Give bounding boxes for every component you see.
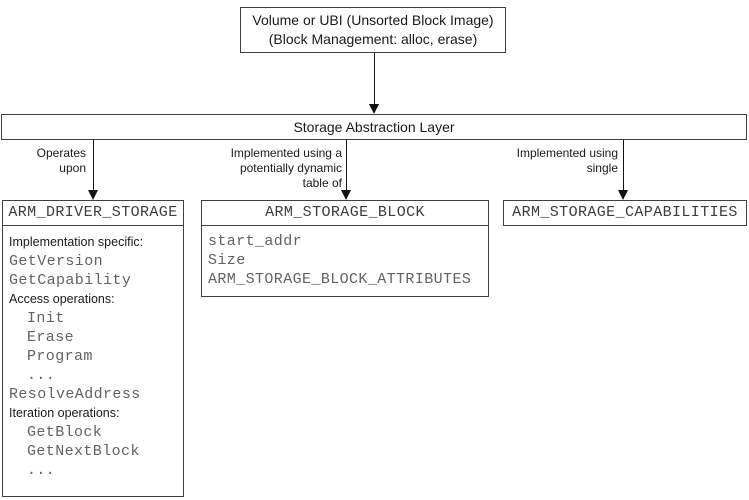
storage-abstraction-layer-title: Storage Abstraction Layer	[293, 119, 455, 135]
connector-sal-to-driver-arrowhead-icon	[88, 190, 98, 200]
connector-sal-to-block-line	[346, 140, 347, 190]
storage-block-member: start_addr	[208, 233, 303, 250]
driver-storage-member: Implementation specific:	[9, 235, 144, 249]
storage-block-member: ARM_STORAGE_BLOCK_ATTRIBUTES	[208, 271, 472, 288]
edge-label-line: upon	[59, 161, 86, 175]
edge-label-line: Operates	[36, 146, 86, 160]
connector-volume-to-sal-line	[374, 53, 375, 105]
driver-storage-member: ...	[27, 367, 56, 384]
storage-abstraction-layer-box: Storage Abstraction Layer	[1, 114, 747, 140]
storage-block-member: Size	[208, 252, 246, 269]
edge-label-line: single	[586, 161, 618, 175]
driver-storage-member: GetNextBlock	[27, 443, 140, 460]
connector-sal-to-capabilities-line	[623, 140, 624, 190]
driver-storage-member: ResolveAddress	[9, 386, 141, 403]
driver-storage-member: GetVersion	[9, 253, 104, 270]
volume-ubi-box: Volume or UBI (Unsorted Block Image) (Bl…	[240, 7, 506, 53]
arm-storage-capabilities-box: ARM_STORAGE_CAPABILITIES	[503, 200, 747, 226]
connector-sal-to-driver-line	[93, 140, 94, 190]
driver-storage-member: GetCapability	[9, 272, 132, 289]
driver-storage-member: Init	[27, 310, 65, 327]
driver-storage-member: Program	[27, 348, 93, 365]
driver-storage-member: Access operations:	[9, 292, 115, 306]
arm-driver-storage-title: ARM_DRIVER_STORAGE	[3, 201, 183, 226]
arm-storage-block-title: ARM_STORAGE_BLOCK	[202, 201, 488, 226]
edge-label-line: table of	[302, 176, 342, 190]
driver-storage-member: Erase	[27, 329, 75, 346]
driver-storage-member: Iteration operations:	[9, 406, 120, 420]
edge-label-line: Implemented using	[516, 146, 618, 160]
arm-driver-storage-box: ARM_DRIVER_STORAGE Implementation specif…	[2, 200, 184, 497]
connector-volume-to-sal-arrowhead-icon	[369, 104, 379, 114]
edge-label-line: potentially dynamic	[239, 161, 342, 175]
driver-storage-member: GetBlock	[27, 424, 103, 441]
edge-label-line: Implemented using a	[230, 146, 342, 160]
volume-ubi-title-line: Volume or UBI (Unsorted Block Image)	[252, 12, 494, 28]
driver-storage-member: ...	[27, 462, 56, 479]
volume-ubi-subtitle-line: (Block Management: alloc, erase)	[268, 31, 478, 47]
arm-storage-capabilities-title: ARM_STORAGE_CAPABILITIES	[512, 204, 738, 221]
connector-sal-to-capabilities-arrowhead-icon	[618, 190, 628, 200]
connector-sal-to-block-arrowhead-icon	[341, 190, 351, 200]
